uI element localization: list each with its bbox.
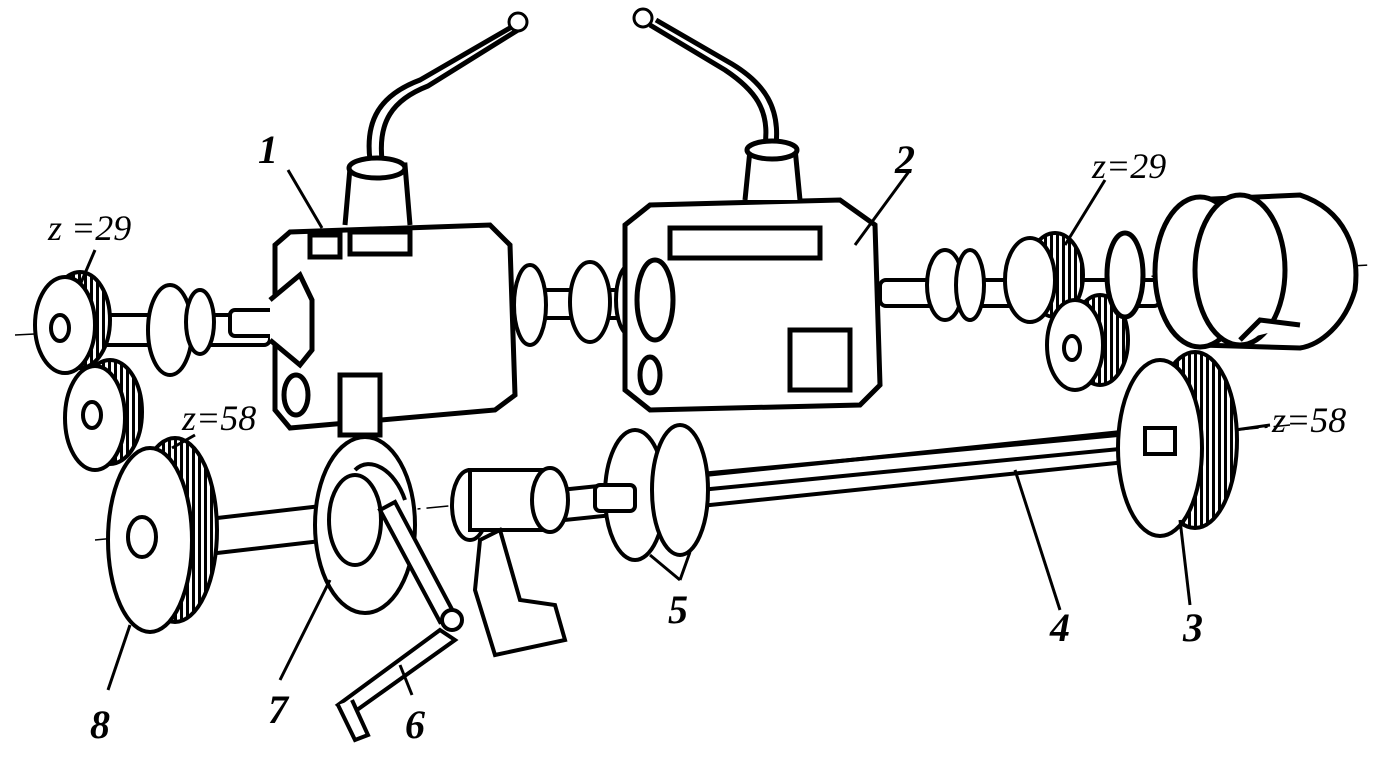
gearbox-2	[622, 138, 883, 413]
gear-8	[106, 436, 219, 634]
callout-7: 7	[268, 687, 288, 732]
electric-motor	[1104, 192, 1359, 351]
gear-3	[1116, 350, 1239, 538]
top-handle-right	[648, 17, 780, 146]
left-coupling	[146, 283, 277, 377]
callout-3: 3	[1183, 605, 1203, 650]
gear-left-top	[33, 270, 112, 375]
callout-6: 6	[405, 702, 425, 747]
right-coupling	[925, 248, 986, 322]
leader-lines	[78, 169, 1271, 696]
teeth-label-right-bottom: z=58	[1272, 400, 1347, 440]
callout-2: 2	[895, 137, 915, 182]
crank-handle-6	[334, 499, 464, 743]
teeth-label-left-top: z =29	[48, 208, 132, 248]
gear-left-middle	[63, 358, 144, 472]
teeth-label-right-top: z=29	[1092, 146, 1167, 186]
callout-4: 4	[1050, 605, 1070, 650]
handle-ball-left	[507, 11, 529, 33]
gear-right-top	[1003, 231, 1085, 324]
callout-1: 1	[258, 127, 278, 172]
gearbox-1	[268, 155, 518, 438]
callout-5: 5	[668, 587, 688, 632]
teeth-label-left-bottom: z=58	[182, 398, 257, 438]
clutch-5	[593, 423, 710, 562]
handle-ball-right	[632, 7, 654, 29]
callout-8: 8	[90, 702, 110, 747]
disk-7	[313, 435, 417, 615]
bearing-housing	[450, 466, 570, 658]
top-handle-left	[366, 22, 520, 161]
gear-right-middle	[1045, 293, 1130, 392]
